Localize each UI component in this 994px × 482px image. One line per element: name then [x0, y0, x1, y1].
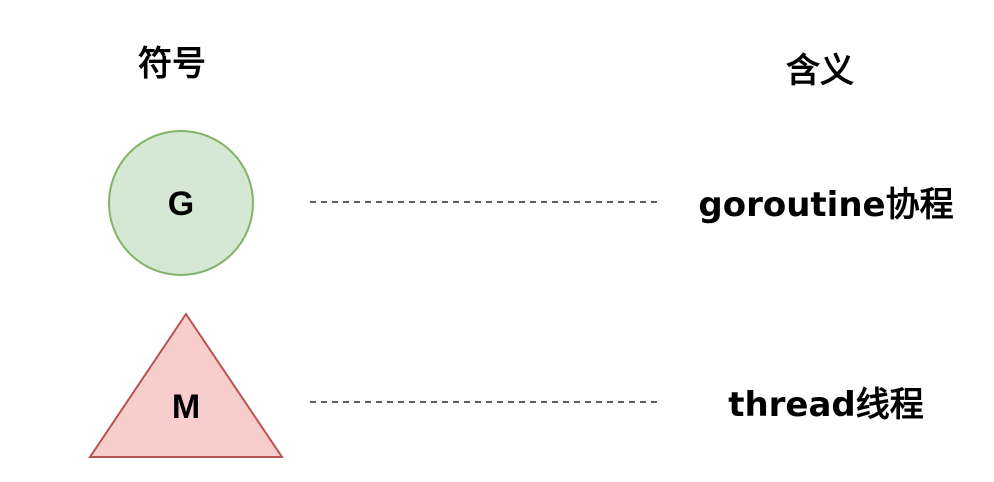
legend-row-thread: M thread线程	[88, 312, 924, 458]
goroutine-circle-symbol	[108, 130, 254, 276]
legend-row-goroutine: G goroutine协程	[108, 130, 954, 276]
thread-triangle-symbol	[88, 312, 284, 458]
symbol-column-header: 符号	[138, 44, 206, 84]
meaning-column-header: 含义	[786, 51, 854, 91]
goroutine-meaning-label: goroutine协程	[698, 185, 953, 225]
thread-meaning-label: thread线程	[728, 385, 924, 425]
thread-symbol-letter: M	[172, 388, 200, 426]
goroutine-symbol-letter: G	[168, 185, 194, 223]
